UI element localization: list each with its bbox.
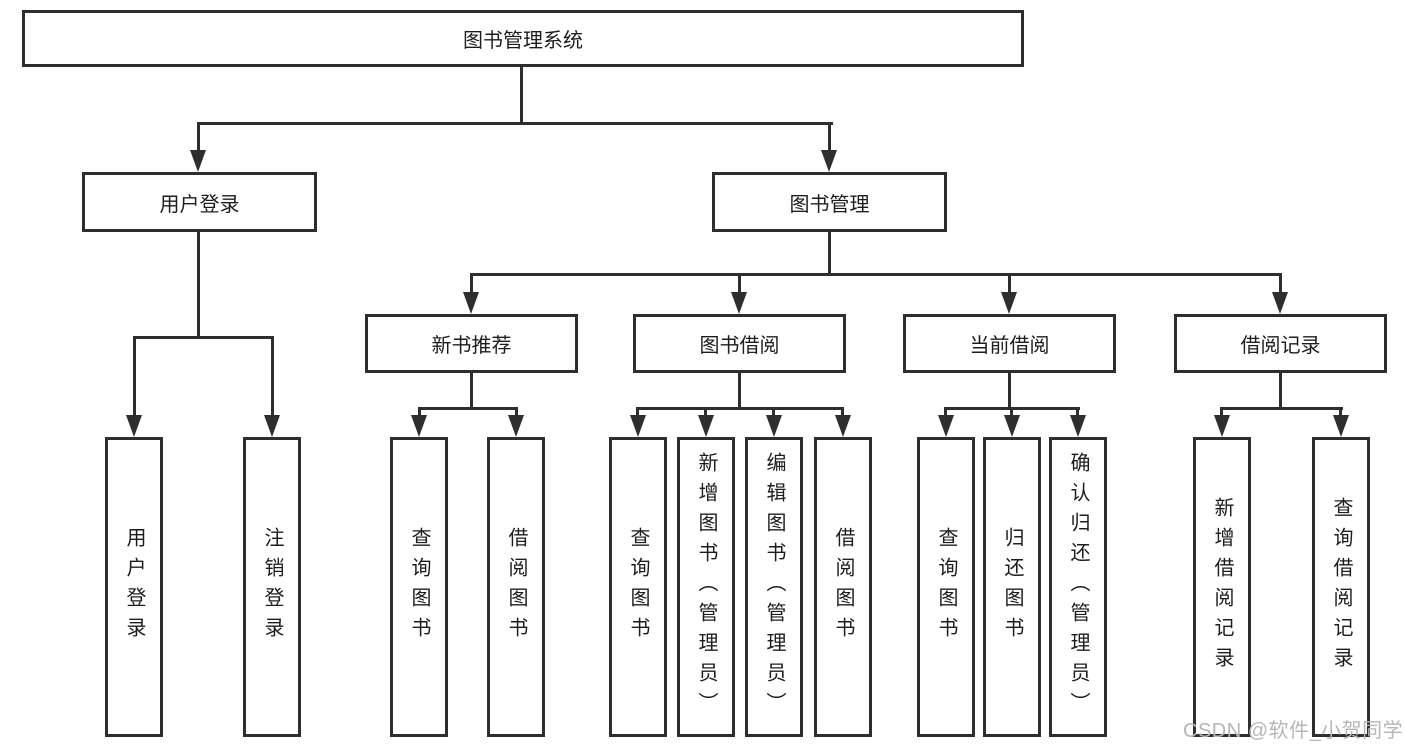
node-new-book-recommend: 新书推荐	[365, 314, 578, 373]
connector-line	[133, 336, 274, 339]
leaf-borrow-books-recommend: 借阅图书	[487, 437, 545, 737]
connector-line	[636, 407, 639, 417]
leaf-query-books-borrow-label: 查询图书	[627, 527, 649, 647]
node-book-management: 图书管理	[712, 172, 947, 232]
leaf-user-login-label: 用户登录	[123, 527, 145, 647]
leaf-borrow-books: 借阅图书	[814, 437, 872, 737]
connector-line	[520, 67, 523, 122]
node-book-borrow-label: 图书借阅	[699, 335, 780, 357]
connector-line	[1076, 407, 1079, 417]
node-book-management-label: 图书管理	[789, 193, 870, 216]
connector-line	[1339, 407, 1342, 417]
leaf-add-borrow-record-label: 新增借阅记录	[1211, 497, 1233, 677]
leaf-add-borrow-record: 新增借阅记录	[1193, 437, 1251, 737]
leaf-confirm-return-admin: 确认归还（管理员）	[1049, 437, 1107, 737]
leaf-query-books-recommend-label: 查询图书	[408, 527, 430, 647]
connector-line	[1220, 407, 1223, 417]
leaf-edit-books-admin-label: 编辑图书（管理员）	[763, 452, 785, 722]
node-user-login: 用户登录	[82, 172, 317, 232]
csdn-watermark: CSDN @软件_小贺同学	[1183, 720, 1404, 742]
node-borrow-records-label: 借阅记录	[1240, 335, 1321, 357]
connector-line	[470, 373, 473, 407]
connector-line	[197, 232, 200, 336]
leaf-return-books-label: 归还图书	[1001, 527, 1023, 647]
node-current-borrow-label: 当前借阅	[969, 335, 1050, 357]
connector-line	[828, 122, 831, 152]
leaf-query-books-current: 查询图书	[917, 437, 975, 737]
arrowhead-down-icon	[1214, 415, 1230, 437]
leaf-add-books-admin-label: 新增图书（管理员）	[695, 452, 717, 722]
arrowhead-down-icon	[190, 150, 206, 172]
connector-line	[1008, 373, 1011, 407]
connector-line	[470, 273, 473, 295]
leaf-borrow-books-label: 借阅图书	[832, 527, 854, 647]
arrowhead-down-icon	[1333, 415, 1349, 437]
arrowhead-down-icon	[1272, 292, 1288, 314]
connector-line	[418, 407, 421, 417]
connector-line	[470, 273, 1282, 276]
leaf-user-login: 用户登录	[105, 437, 163, 737]
leaf-logout-login-label: 注销登录	[261, 527, 283, 647]
connector-line	[1220, 407, 1343, 410]
arrowhead-down-icon	[463, 292, 479, 314]
connector-line	[738, 273, 741, 295]
leaf-borrow-books-recommend-label: 借阅图书	[505, 527, 527, 647]
arrowhead-down-icon	[766, 415, 782, 437]
connector-line	[1010, 407, 1013, 417]
connector-line	[738, 373, 741, 407]
arrowhead-down-icon	[1004, 415, 1020, 437]
connector-line	[841, 407, 844, 417]
connector-line	[704, 407, 707, 417]
node-book-borrow: 图书借阅	[633, 314, 846, 373]
arrowhead-down-icon	[821, 150, 837, 172]
arrowhead-down-icon	[264, 415, 280, 437]
arrowhead-down-icon	[630, 415, 646, 437]
arrowhead-down-icon	[731, 292, 747, 314]
arrowhead-down-icon	[698, 415, 714, 437]
connector-line	[944, 407, 947, 417]
connector-line	[1279, 373, 1282, 407]
leaf-query-books-recommend: 查询图书	[390, 437, 448, 737]
node-root-label: 图书管理系统	[463, 30, 583, 52]
connector-line	[828, 232, 831, 273]
node-user-login-label: 用户登录	[159, 193, 240, 216]
leaf-confirm-return-admin-label: 确认归还（管理员）	[1067, 452, 1089, 722]
connector-line	[1279, 273, 1282, 295]
arrowhead-down-icon	[1001, 292, 1017, 314]
leaf-query-borrow-record-label: 查询借阅记录	[1330, 497, 1352, 677]
node-borrow-records: 借阅记录	[1174, 314, 1387, 373]
leaf-query-borrow-record: 查询借阅记录	[1312, 437, 1370, 737]
node-new-book-recommend-label: 新书推荐	[431, 335, 512, 357]
leaf-query-books-current-label: 查询图书	[935, 527, 957, 647]
connector-line	[515, 407, 518, 417]
connector-line	[197, 122, 200, 152]
leaf-logout-login: 注销登录	[243, 437, 301, 737]
connector-line	[1008, 273, 1011, 295]
connector-line	[772, 407, 775, 417]
leaf-return-books: 归还图书	[983, 437, 1041, 737]
connector-line	[197, 122, 833, 125]
arrowhead-down-icon	[411, 415, 427, 437]
node-root: 图书管理系统	[22, 10, 1024, 67]
node-current-borrow: 当前借阅	[903, 314, 1116, 373]
leaf-add-books-admin: 新增图书（管理员）	[677, 437, 735, 737]
arrowhead-down-icon	[835, 415, 851, 437]
connector-line	[418, 407, 518, 410]
arrowhead-down-icon	[938, 415, 954, 437]
arrowhead-down-icon	[508, 415, 524, 437]
connector-line	[133, 336, 136, 417]
connector-line	[636, 407, 844, 410]
leaf-query-books-borrow: 查询图书	[609, 437, 667, 737]
leaf-edit-books-admin: 编辑图书（管理员）	[745, 437, 803, 737]
arrowhead-down-icon	[1070, 415, 1086, 437]
connector-line	[271, 336, 274, 417]
arrowhead-down-icon	[126, 415, 142, 437]
